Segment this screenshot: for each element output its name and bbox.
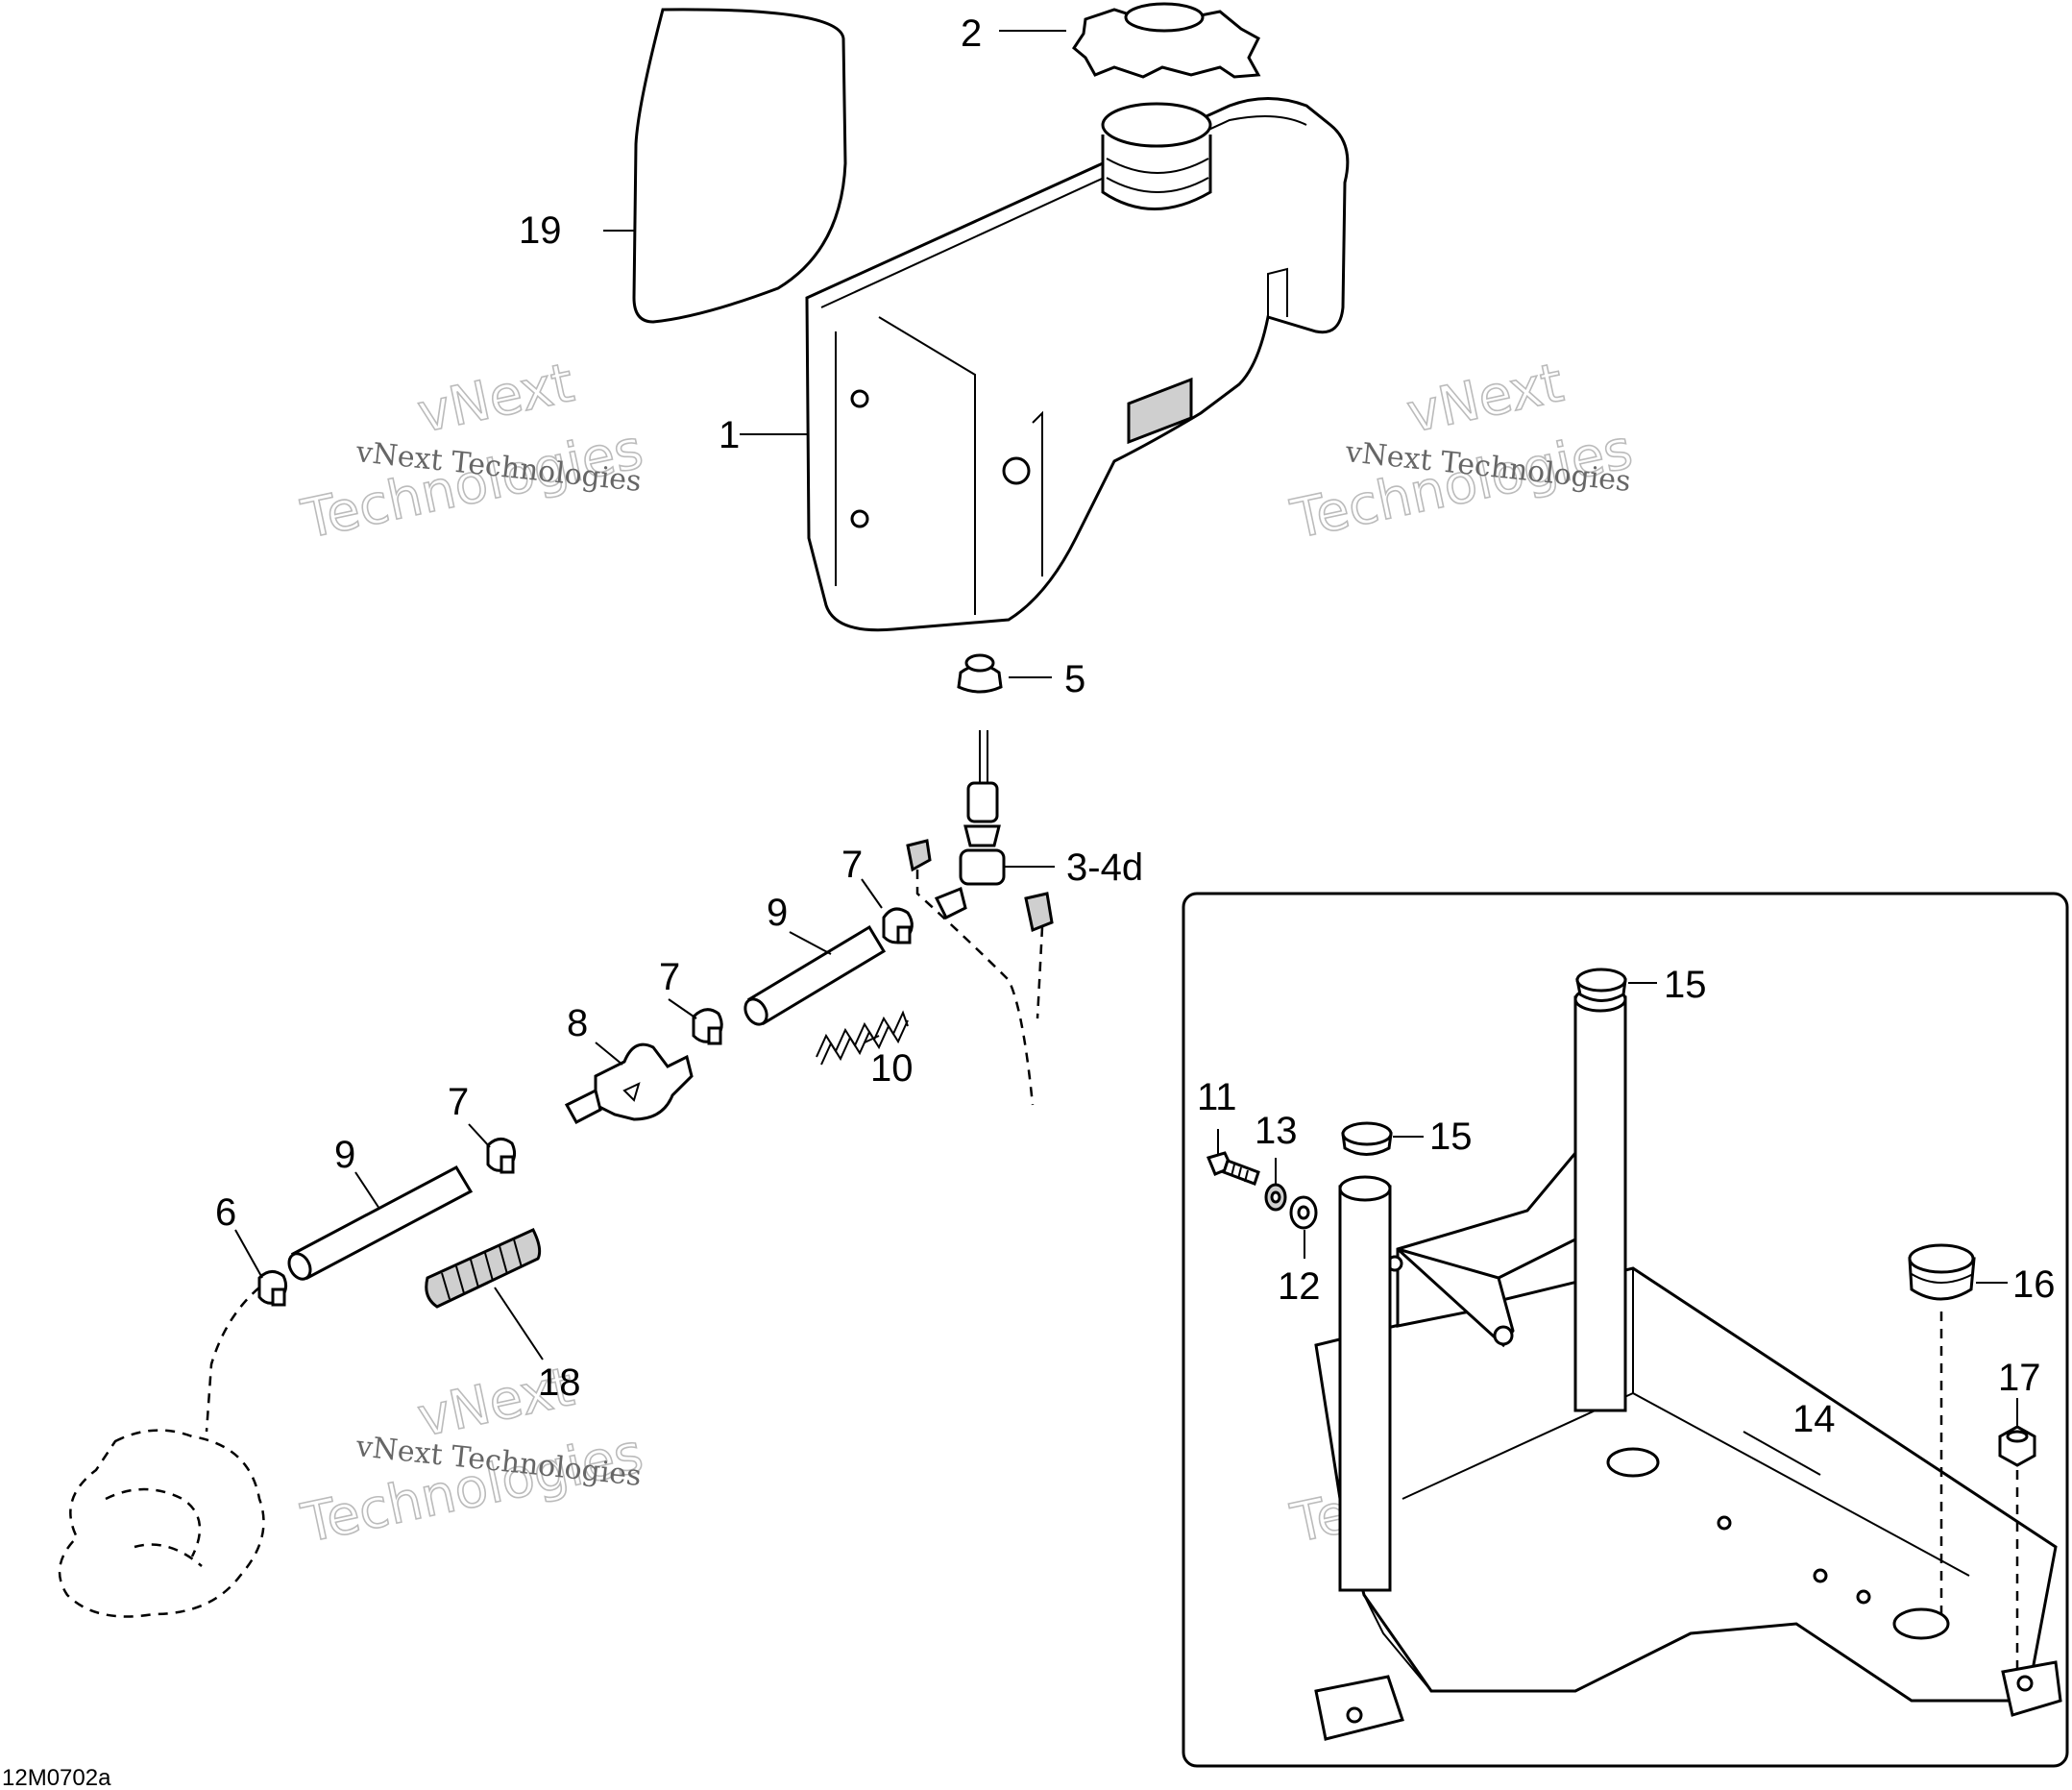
part-15-cap-upper (1575, 968, 1627, 1002)
routing-line-lower (205, 1287, 260, 1433)
part-1-tank (805, 97, 1350, 632)
part-9-hose-lower (287, 1165, 474, 1281)
callout-8: 8 (567, 1002, 588, 1044)
inset-frame (1182, 892, 2069, 1768)
part-18-sleeve (425, 1228, 542, 1309)
callout-7-upper: 7 (841, 844, 863, 886)
callout-10: 10 (870, 1047, 914, 1090)
part-9-hose-upper (743, 924, 887, 1026)
callout-2: 2 (961, 12, 982, 55)
bracket-tube-left (1338, 1175, 1392, 1592)
watermark-bottom-left: vNext Technologies vNext Technologies (296, 1355, 649, 1556)
part-12-washer (1289, 1195, 1318, 1230)
callout-14: 14 (1792, 1398, 1836, 1440)
watermark-top-left: vNext Technologies vNext Technologies (296, 351, 649, 552)
routing-line-upper (915, 870, 1035, 1106)
part-15-cap-lower (1341, 1121, 1393, 1156)
carburetor-reference (58, 1429, 265, 1618)
watermark-top-right: vNext Technologies vNext Technologies (1285, 351, 1639, 552)
callout-11: 11 (1197, 1076, 1237, 1118)
part-19-decal (632, 8, 847, 324)
callout-7-middle: 7 (659, 956, 680, 998)
part-3-4d-valve (906, 730, 1054, 933)
callout-17: 17 (1998, 1357, 2041, 1399)
leader-lines (234, 30, 2018, 1476)
routing-line-upper-b (1036, 926, 1044, 1019)
callout-15-upper: 15 (1664, 964, 1707, 1006)
callout-7-lower: 7 (448, 1081, 469, 1123)
callout-18: 18 (538, 1361, 581, 1404)
callout-16: 16 (2012, 1263, 2056, 1306)
part-7-clamp-middle (692, 1008, 723, 1045)
callout-6: 6 (215, 1191, 236, 1234)
part-6-clamp (257, 1270, 288, 1307)
part-13-washer (1264, 1183, 1287, 1212)
part-17-nut (1998, 1425, 2036, 1467)
part-5-grommet (957, 653, 1003, 694)
part-7-clamp-lower (486, 1138, 517, 1174)
callout-12: 12 (1278, 1265, 1321, 1308)
watermark-big-text: vNext (412, 352, 579, 446)
bracket-tube-right (1573, 986, 1627, 1412)
part-14-bracket (1314, 1148, 2062, 1741)
part-2-cap (1072, 2, 1261, 79)
callout-1: 1 (719, 414, 740, 456)
part-7-clamp-upper (882, 907, 914, 944)
callout-19: 19 (519, 209, 562, 252)
callout-15-lower: 15 (1429, 1116, 1473, 1158)
callout-13: 13 (1255, 1110, 1298, 1152)
callout-9-upper: 9 (767, 892, 788, 934)
part-8-filter (564, 1042, 694, 1125)
callout-9-lower: 9 (334, 1134, 355, 1176)
figure-code: 12M0702a (2, 1765, 111, 1790)
watermark-big-text: vNext (1402, 352, 1569, 446)
part-11-bolt (1206, 1151, 1260, 1186)
part-16-grommet (1908, 1243, 1976, 1301)
callout-5: 5 (1064, 658, 1085, 700)
callout-3-4d: 3-4d (1066, 846, 1143, 889)
